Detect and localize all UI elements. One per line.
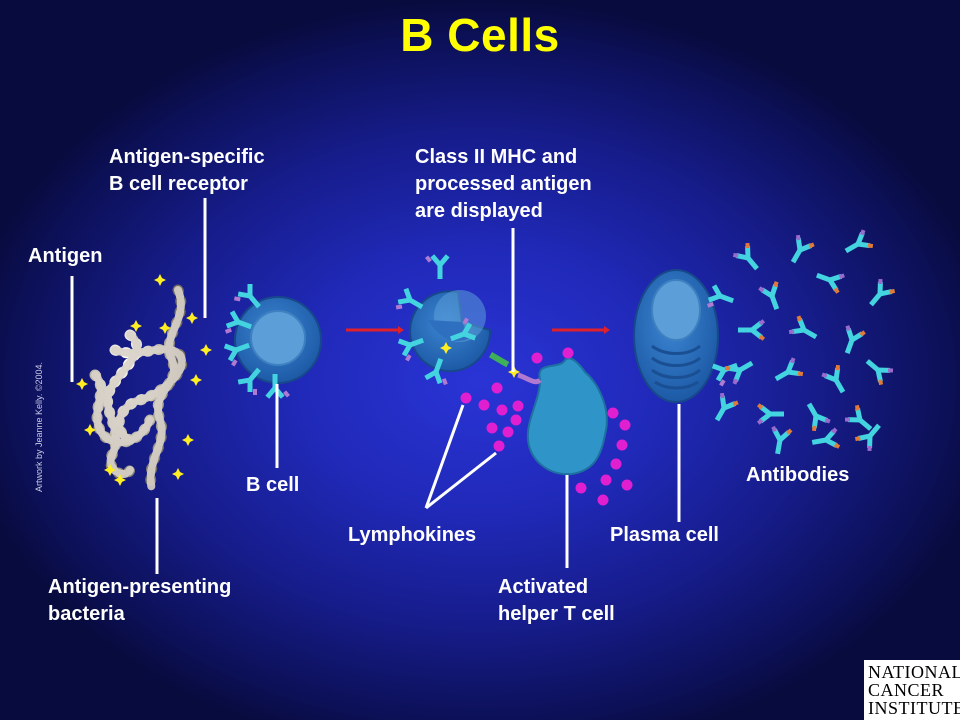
label-mhc-line3: are displayed [415, 200, 543, 222]
nci-logo: NATIONAL CANCER INSTITUTE [864, 660, 960, 720]
label-helper-line2: helper T cell [498, 603, 615, 625]
label-mhc-line1: Class II MHC and [415, 146, 578, 168]
label-helper-line1: Activated [498, 576, 589, 598]
antigen-presenting-bacteria [76, 274, 202, 496]
arrow-1 [346, 326, 404, 334]
lymphokines [460, 347, 633, 506]
plasma-cell [633, 269, 743, 403]
arrow-2 [552, 326, 610, 334]
label-b-cell-receptor: Antigen-specific B cell receptor [109, 144, 265, 198]
logo-line2: CANCER [868, 680, 945, 700]
label-b-cell: B cell [246, 474, 300, 496]
helper-t-cell [517, 357, 608, 476]
label-plasma-cell: Plasma cell [610, 524, 719, 546]
antibodies [707, 228, 897, 456]
b-cell [200, 281, 322, 399]
label-class-ii-mhc: Class II MHC and processed antigen are d… [415, 144, 592, 225]
label-bacteria-line1: Antigen-presenting [48, 576, 232, 598]
label-antigen-presenting-bacteria: Antigen-presenting bacteria [48, 574, 231, 628]
label-mhc-line2: processed antigen [415, 173, 592, 195]
label-antibodies: Antibodies [746, 464, 850, 486]
slide-title: B Cells [400, 9, 560, 61]
b-cell-processing [393, 254, 520, 388]
label-lymphokines: Lymphokines [348, 524, 477, 546]
artwork-credit: Artwork by Jeanne Kelly. ©2004. [34, 361, 44, 492]
logo-line1: NATIONAL [868, 662, 960, 682]
label-receptor-line2: B cell receptor [109, 173, 248, 195]
label-activated-helper-t-cell: Activated helper T cell [498, 574, 615, 628]
label-antigen: Antigen [28, 245, 103, 267]
label-bacteria-line2: bacteria [48, 603, 125, 625]
logo-line3: INSTITUTE [868, 698, 960, 718]
leader-lines [70, 198, 681, 574]
label-receptor-line1: Antigen-specific [109, 146, 265, 168]
